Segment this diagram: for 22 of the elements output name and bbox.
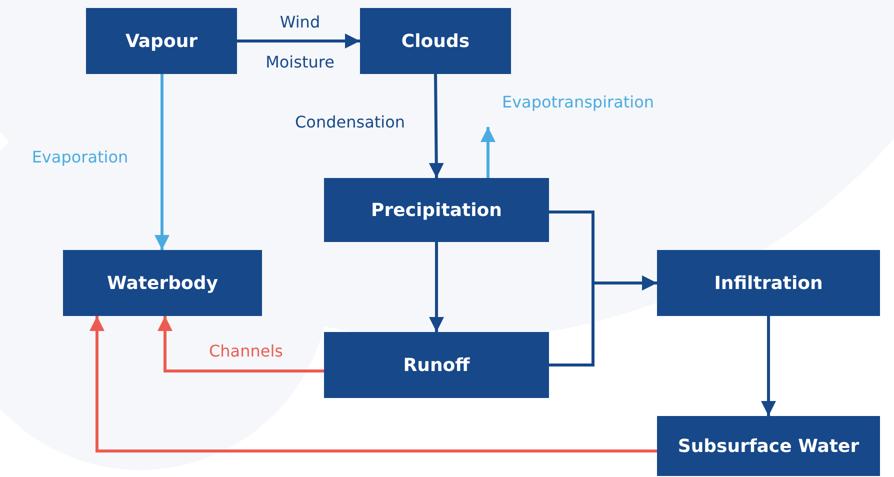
process-box: Infiltration [657,250,880,316]
arrow [549,276,657,366]
edge-label: Evapotranspiration [502,92,654,112]
arrow [428,74,444,178]
process-box: Vapour [86,8,237,74]
process-box: Runoff [324,332,549,398]
arrow [158,316,324,372]
edge-label: Wind [280,12,320,32]
arrow [154,74,170,250]
edge-label: Condensation [294,112,406,132]
edge-label: Channels [208,342,284,360]
process-box: Waterbody [63,250,262,316]
process-box: Subsurface Water [657,416,880,476]
arrow [761,316,776,416]
arrow [90,316,657,452]
flow-label: Moisture [266,52,334,72]
arrow [429,242,444,332]
process-box: Precipitation [324,178,549,242]
arrow [480,127,496,178]
process-box: Clouds [360,8,511,74]
arrow [237,34,360,48]
edge-label: Evaporation [32,148,128,166]
